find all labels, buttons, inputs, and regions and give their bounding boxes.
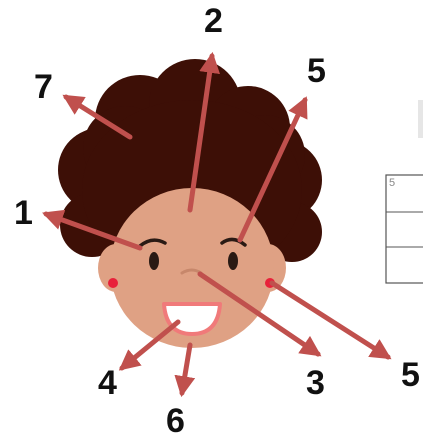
label-5-right: 5 — [401, 356, 420, 394]
left-eye — [149, 252, 159, 270]
label-3: 3 — [306, 364, 325, 402]
side-table: 5 — [385, 100, 423, 284]
label-2: 2 — [204, 2, 223, 40]
left-eyebrow — [138, 238, 167, 248]
arrow-1 — [42, 209, 143, 251]
arrow-3 — [197, 271, 322, 357]
mouth — [162, 302, 222, 336]
arrow-5-top — [237, 96, 308, 243]
arrow-4 — [118, 319, 181, 371]
arrows — [42, 51, 392, 398]
label-7: 7 — [34, 68, 53, 106]
label-6: 6 — [166, 402, 185, 440]
face — [110, 188, 274, 348]
arrow-7 — [62, 94, 133, 140]
arrow-6 — [174, 342, 196, 398]
label-1: 1 — [14, 194, 33, 232]
arrow-2 — [187, 51, 221, 213]
arrow-5-right — [269, 280, 392, 360]
right-eyebrow — [220, 237, 247, 247]
right-eye — [228, 252, 238, 270]
label-5-top: 5 — [307, 52, 326, 90]
table-cell-text: 5 — [389, 177, 395, 189]
label-4: 4 — [98, 364, 117, 402]
left-earring — [108, 278, 118, 288]
